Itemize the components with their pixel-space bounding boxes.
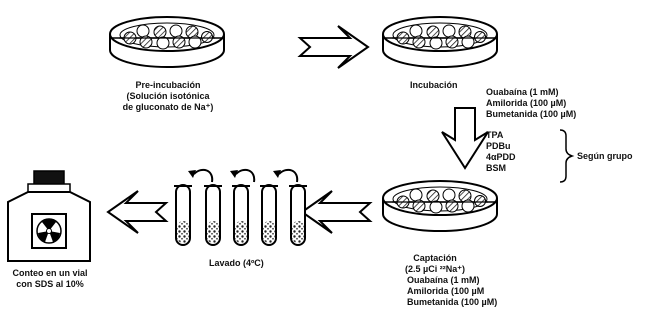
- count-label: Conteo en un vial con SDS al 10%: [2, 268, 98, 290]
- wash-tube-5: [289, 185, 307, 245]
- incubation-group-agents: TPA PDBu 4αPDD BSM: [486, 130, 516, 174]
- group-label: Según grupo: [577, 151, 633, 162]
- arrow-to-incubation: [300, 26, 368, 68]
- wash-tube-4: [260, 185, 278, 245]
- wash-tube-1: [174, 185, 192, 245]
- wash-tube-2: [204, 185, 222, 245]
- uptake-inhibitors: Ouabaína (1 mM) Amilorida (100 µM Bumeta…: [407, 275, 497, 308]
- arrow-to-uptake: [442, 108, 488, 168]
- counting-vial: [8, 171, 90, 261]
- transfer-arrow-3: [273, 170, 297, 182]
- incubation-inhibitors: Ouabaína (1 mM) Amilorida (100 µM) Bumet…: [486, 87, 576, 120]
- wash-label: Lavado (4ºC): [209, 258, 264, 269]
- arrow-to-count: [108, 191, 166, 233]
- uptake-dish: [383, 181, 497, 231]
- wash-tube-3: [232, 185, 250, 245]
- transfer-arrow-1: [188, 170, 212, 182]
- preincubation-label: Pre-incubación (Solución isotónica de gl…: [118, 80, 218, 113]
- group-brace: [560, 130, 572, 182]
- transfer-arrow-2: [230, 170, 254, 182]
- preincubation-dish: [110, 17, 224, 67]
- incubation-title: Incubación: [410, 80, 458, 91]
- arrow-to-wash: [302, 191, 370, 233]
- incubation-dish: [383, 17, 497, 67]
- uptake-title: Captación (2.5 µCi ²²Na⁺): [395, 253, 475, 275]
